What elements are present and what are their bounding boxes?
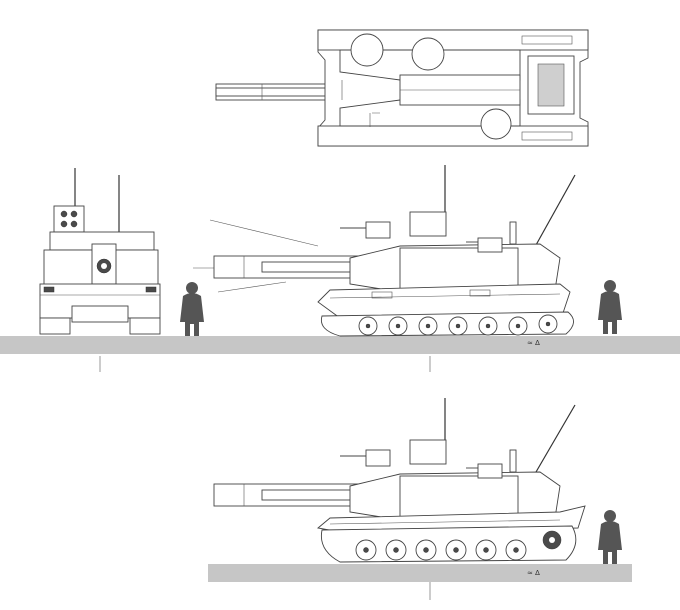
road-wheels-lower (355, 530, 562, 561)
side-view-upper (193, 165, 576, 337)
ground-lower (208, 564, 632, 582)
front-view (39, 168, 161, 335)
human-silhouette-front (180, 282, 204, 336)
ground-upper (0, 336, 680, 354)
top-view (215, 29, 589, 147)
scale-mark-upper: ≈ ∆ (527, 339, 540, 347)
road-wheels-upper (358, 314, 558, 336)
scale-mark-lower: ≈ ∆ (527, 569, 540, 577)
human-silhouette-side-upper (598, 280, 622, 334)
side-view-lower (213, 398, 586, 563)
human-silhouette-side-lower (598, 510, 622, 564)
